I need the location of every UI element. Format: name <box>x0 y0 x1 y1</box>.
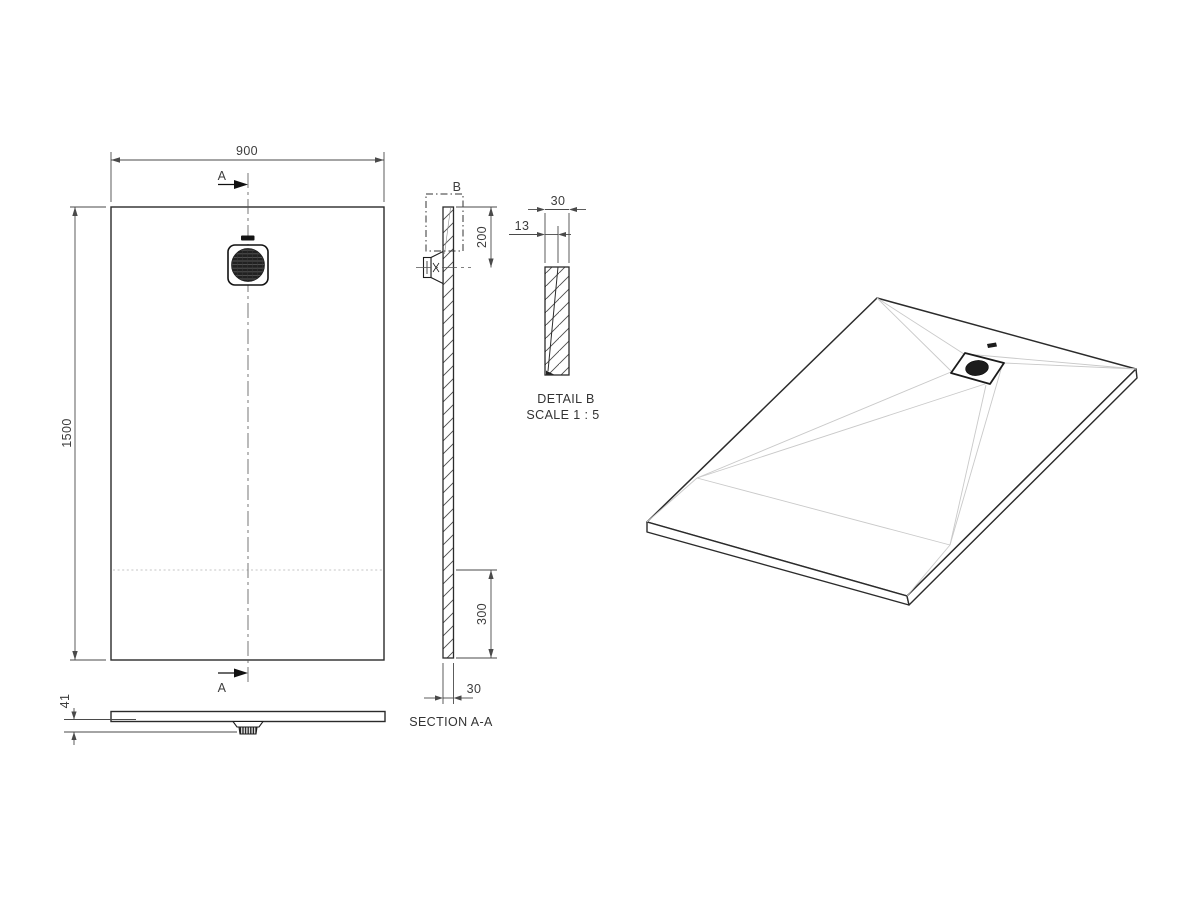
section-title: SECTION A-A <box>409 715 493 729</box>
iso-slope-creases <box>646 297 1137 597</box>
dim-label-30-detail: 30 <box>551 194 566 208</box>
detail-profile <box>544 266 570 376</box>
dim-label-30: 30 <box>467 682 482 696</box>
detail-b-view: 30 13 DETAIL B SCALE 1 : 5 <box>509 194 599 422</box>
iso-drain <box>950 342 1005 385</box>
section-arrow-top: A <box>218 169 248 189</box>
plan-view: 900 1500 A A <box>60 144 385 695</box>
dim-height-41: 41 <box>58 694 237 745</box>
iso-front-right-face <box>906 368 1138 606</box>
detail-taper-line <box>547 266 559 372</box>
detail-scale: SCALE 1 : 5 <box>526 408 599 422</box>
brand-logo-icon <box>241 235 255 241</box>
drain-grate-icon <box>231 248 265 282</box>
dim-label-900: 900 <box>236 144 258 158</box>
dim-height-1500: 1500 <box>60 206 106 661</box>
dim-label-1500: 1500 <box>60 418 74 447</box>
section-view: B 200 300 30 SECT <box>409 180 497 729</box>
section-label-bottom: A <box>218 681 227 695</box>
side-drain-flange <box>231 720 265 728</box>
iso-drain-grate-icon <box>965 360 989 376</box>
section-label-top: A <box>218 169 227 183</box>
dim-300: 300 <box>456 569 497 659</box>
dim-30-detail: 30 <box>528 194 586 263</box>
dim-13: 13 <box>509 219 571 263</box>
section-profile <box>442 206 455 659</box>
dim-width-900: 900 <box>110 144 385 202</box>
dim-label-41: 41 <box>58 694 72 709</box>
dim-label-300: 300 <box>475 603 489 625</box>
detail-foot <box>546 370 554 375</box>
detail-callout-box <box>425 193 464 252</box>
side-drain-thread <box>238 726 258 735</box>
dim-label-200: 200 <box>475 226 489 248</box>
dim-label-13: 13 <box>515 219 530 233</box>
dim-30-section: 30 <box>424 663 481 704</box>
detail-title: DETAIL B <box>537 392 594 406</box>
dim-200: 200 <box>456 206 497 268</box>
detail-callout-label: B <box>453 180 462 194</box>
isometric-view <box>646 297 1138 606</box>
side-tray-slab <box>110 710 386 723</box>
iso-brand-logo-icon <box>987 342 997 348</box>
section-taper-line <box>444 207 451 255</box>
side-profile-view: 41 <box>58 694 386 745</box>
section-arrow-bottom: A <box>218 668 248 695</box>
